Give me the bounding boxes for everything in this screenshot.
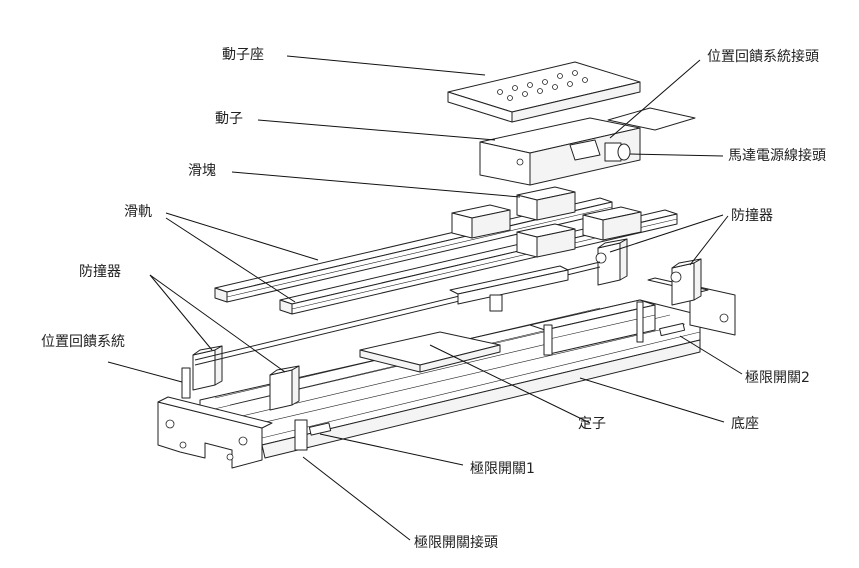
label-guide-rail: 滑軌 (124, 204, 152, 220)
seat-holes (497, 70, 588, 101)
mover-part (479, 107, 696, 186)
bumper-right-pair (595, 238, 702, 306)
label-motor-power-connector: 馬達電源線接頭 (728, 148, 826, 164)
label-base: 底座 (731, 416, 759, 432)
label-position-feedback: 位置回饋系統 (41, 334, 125, 350)
label-limit-switch-1: 極限開關1 (470, 461, 535, 477)
leader-lines (107, 55, 743, 541)
label-position-feedback-connector: 位置回饋系統接頭 (707, 49, 819, 65)
slider-blocks (451, 186, 642, 258)
label-limit-switch-connector: 極限開關接頭 (414, 535, 498, 551)
label-bumper-right: 防撞器 (731, 208, 773, 224)
bumper-left-pair (181, 345, 300, 411)
label-limit-switch-2: 極限開關2 (745, 370, 810, 386)
stator-part (359, 299, 656, 373)
label-bumper-left: 防撞器 (79, 264, 121, 280)
feedback-scale (194, 261, 601, 366)
label-mover-seat: 動子座 (222, 47, 264, 63)
label-stator: 定子 (578, 416, 606, 432)
label-mover: 動子 (215, 111, 243, 127)
label-slider-block: 滑塊 (188, 163, 216, 179)
guide-rails (214, 197, 678, 315)
mover-seat-part (447, 61, 641, 123)
